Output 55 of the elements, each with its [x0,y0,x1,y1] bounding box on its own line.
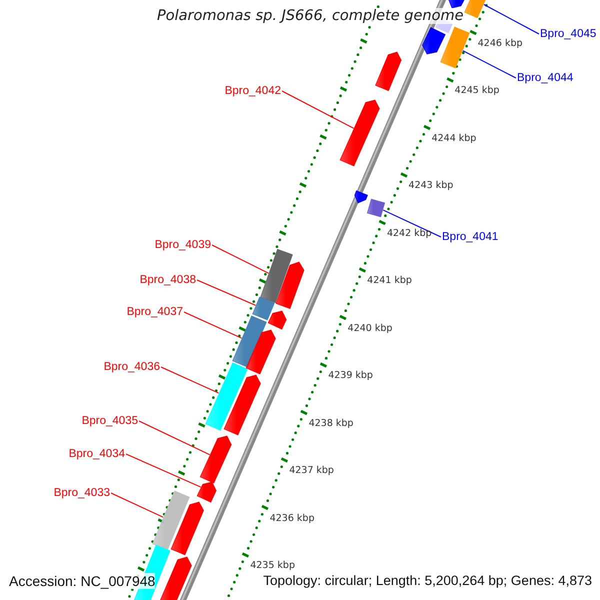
leader-line [212,244,269,274]
leader-line [462,50,516,78]
leader-line [126,454,202,488]
gene-label: Bpro_4036 [104,359,160,375]
scale-label: 4241 kbp [367,275,412,287]
gene-block [196,482,217,503]
gene-label: Bpro_4037 [126,304,183,320]
gene-block [260,248,293,304]
scale-label: 4237 kbp [289,465,334,477]
scale-label: 4240 kbp [348,322,392,334]
leader-line [483,4,540,34]
leader-line [110,492,164,518]
accession-text: Accession: NC_007948 [9,573,156,589]
scale-label: 4236 kbp [270,512,314,524]
gene-block [375,52,402,92]
gene-block [246,330,276,374]
genome-info-text: Topology: circular; Length: 5,200,264 bp; Genes: 4,873 [263,573,592,588]
leader-line [160,366,220,394]
scale-label: 4239 kbp [328,370,373,382]
gene-block [158,556,192,600]
leader-line [382,210,442,238]
gene-block [170,502,204,556]
gene-label: Bpro_4044 [517,70,574,86]
gene-block [276,262,304,309]
gene-block [268,310,287,330]
gene-block [366,198,386,218]
gene-block [232,316,267,368]
gene-block [422,27,446,54]
scale-label: 4244 kbp [432,132,476,144]
gene-label: Bpro_4035 [82,413,138,429]
leader-line [196,280,256,306]
scale-label: 4235 kbp [250,560,295,572]
gene-label: Bpro_4042 [224,83,281,99]
gene-block [252,296,275,320]
gene-block [205,362,248,431]
gene-label: Bpro_4034 [68,446,125,462]
gene-block [152,490,190,550]
gene-label: Bpro_4033 [54,485,110,501]
leader-line [282,90,354,129]
title-text: Polaromonas sp. JS666, complete genome [157,8,464,24]
leader-line [184,312,242,339]
gene-label: Bpro_4041 [442,229,498,245]
scale-label: 4243 kbp [408,180,454,192]
scale-label: 4245 kbp [454,85,500,97]
scale-label: 4238 kbp [308,418,354,430]
gene-label: Bpro_4039 [154,237,211,253]
gene-label: Bpro_4045 [540,26,596,42]
gene-block [340,100,380,166]
scale-label: 4242 kbp [386,228,432,240]
scale-label: 4246 kbp [478,38,523,50]
gene-label: Bpro_4038 [140,272,196,288]
gene-block [224,374,261,436]
gene-block [354,190,368,204]
leader-line [138,420,210,456]
gene-block [440,26,470,68]
